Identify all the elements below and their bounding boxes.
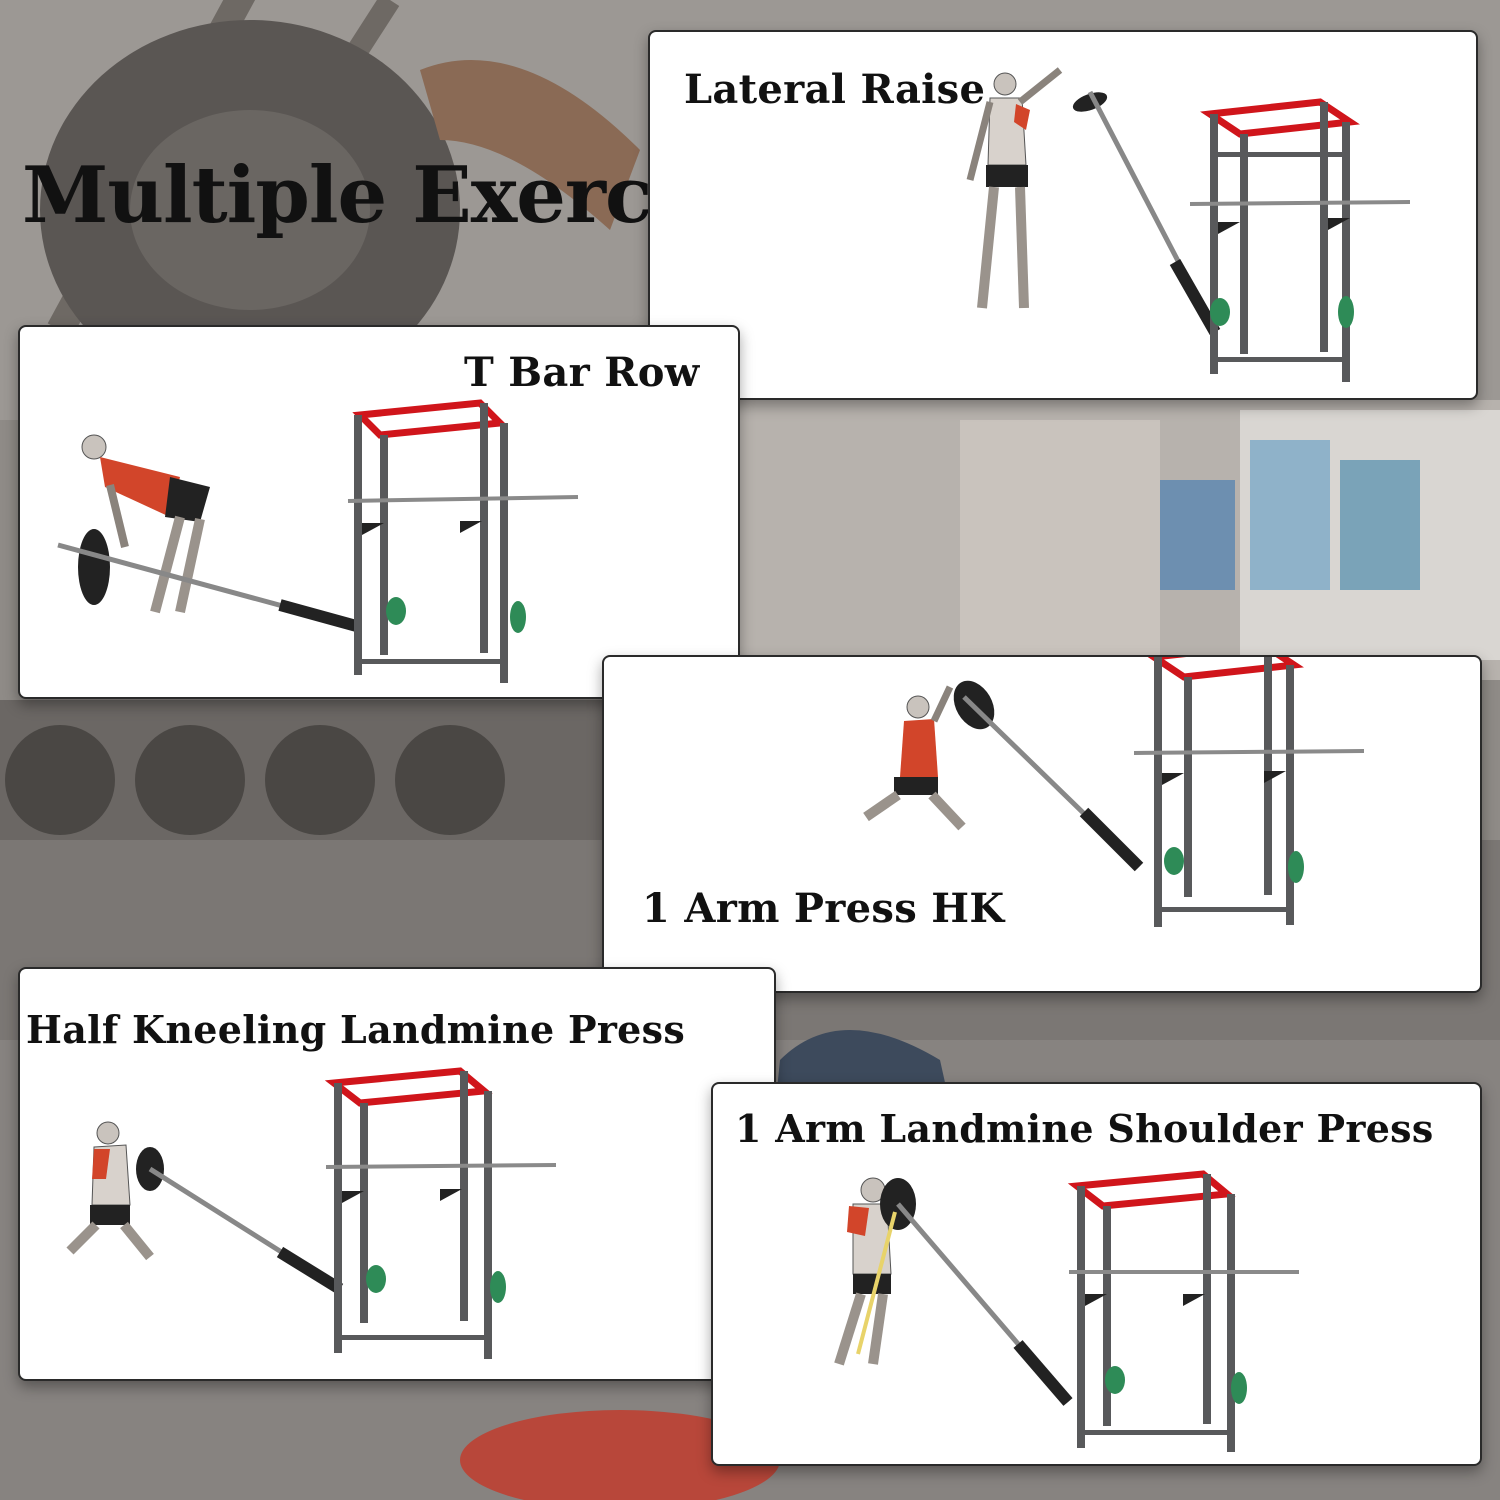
power-rack-illustration <box>1189 98 1411 382</box>
panel-title-lateral-raise: Lateral Raise <box>684 66 986 113</box>
landmine-bar-diagonal <box>136 1147 344 1295</box>
power-rack-illustration <box>324 1067 557 1359</box>
power-rack-illustration <box>1067 1170 1299 1452</box>
standing-athlete-illustration <box>966 67 1063 309</box>
bent-over-athlete-illustration <box>78 434 210 614</box>
exercise-panel-1-arm-press-hk: 1 Arm Press HK <box>602 655 1482 993</box>
exercise-panel-t-bar-row: T Bar Row <box>18 325 740 699</box>
landmine-bar-diagonal <box>1072 90 1221 335</box>
panel-title-1-arm-landmine-shoulder-press: 1 Arm Landmine Shoulder Press <box>735 1106 1434 1151</box>
landmine-bar-and-band <box>856 1178 1073 1406</box>
kneeling-athlete-illustration <box>66 1121 154 1261</box>
exercise-panel-1-arm-landmine-shoulder-press: 1 Arm Landmine Shoulder Press <box>711 1082 1482 1466</box>
panel-title-half-kneeling-landmine-press: Half Kneeling Landmine Press <box>26 1007 686 1052</box>
landmine-bar-diagonal <box>953 680 1144 872</box>
panel-title-1-arm-press-hk: 1 Arm Press HK <box>642 885 1005 932</box>
exercise-panel-lateral-raise: Lateral Raise <box>648 30 1478 400</box>
exercise-panel-half-kneeling-landmine-press: Half Kneeling Landmine Press <box>18 967 776 1381</box>
kneeling-press-athlete-illustration <box>863 685 966 831</box>
panel-title-t-bar-row: T Bar Row <box>464 349 700 396</box>
power-rack-illustration <box>1133 657 1365 927</box>
power-rack-illustration <box>347 399 579 683</box>
t-bar-landmine-bar <box>57 542 362 633</box>
